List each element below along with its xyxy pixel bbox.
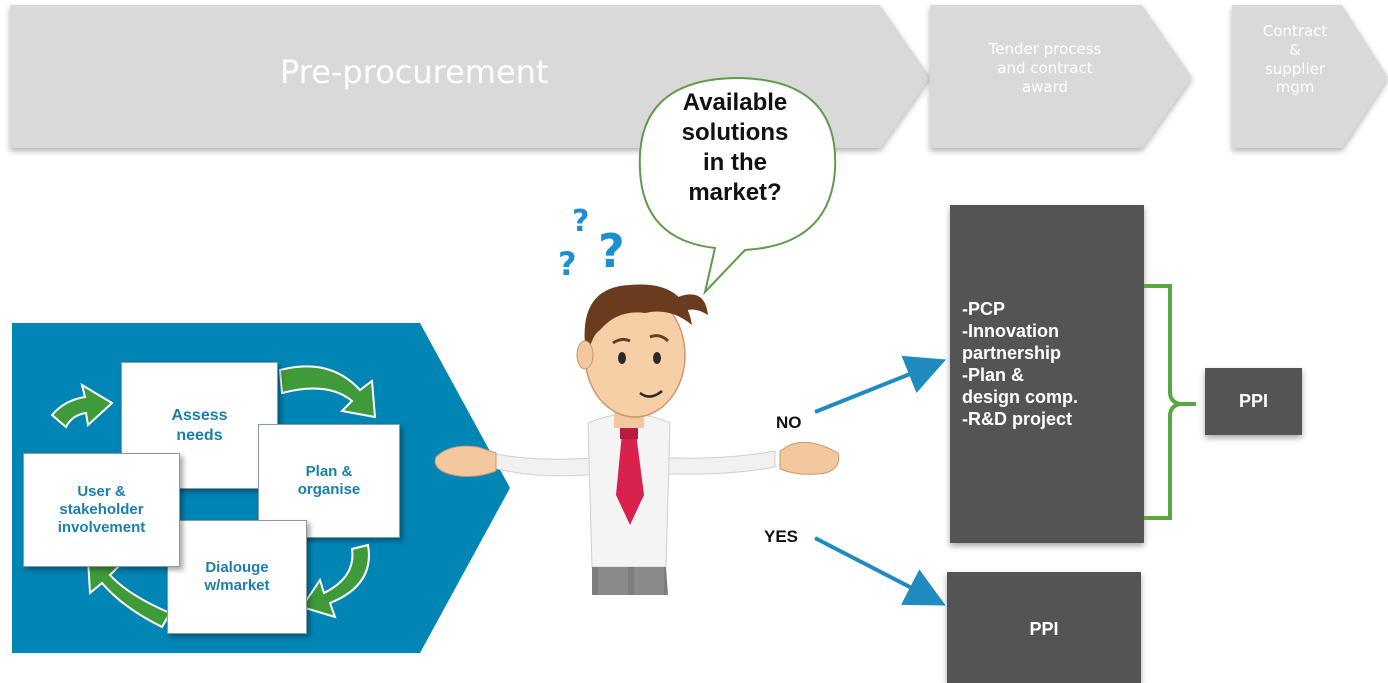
option-line: design comp. — [962, 387, 1079, 407]
yes-ppi-box: PPI — [947, 572, 1141, 683]
yes-label: YES — [764, 527, 799, 546]
arrow-user-to-assess — [50, 382, 114, 429]
yes-ppi-label: PPI — [1029, 619, 1059, 639]
card-dialogue-market: Dialouge w/market — [167, 520, 307, 634]
option-line: -R&D project — [962, 409, 1073, 429]
businessman-figure: ? ? ? — [434, 204, 840, 595]
contract-chevron — [1232, 5, 1388, 148]
no-connector — [814, 355, 947, 414]
no-label: NO — [776, 413, 802, 432]
tender-chevron — [930, 5, 1192, 148]
branch-connectors — [814, 355, 947, 606]
outcome-ppi-box: PPI — [1205, 368, 1302, 435]
outcome-ppi-label: PPI — [1238, 391, 1268, 411]
step-contract: Contract & supplier mgm — [1262, 22, 1328, 97]
svg-text:?: ? — [572, 204, 589, 239]
option-line: -PCP — [962, 299, 1006, 319]
option-line: -Plan & — [962, 365, 1025, 385]
card-user-stakeholder: User & stakeholder involvement — [23, 453, 180, 567]
step-tender: Tender process and contract award — [988, 40, 1102, 96]
option-line: partnership — [962, 343, 1062, 363]
question-marks-icon: ? ? ? — [558, 204, 625, 283]
card-plan-organise: Plan & organise — [258, 424, 400, 538]
speech-bubble — [638, 76, 837, 296]
card-assess-needs: Assess needs — [121, 362, 278, 489]
arrow-assess-to-plan — [278, 365, 377, 419]
grouping-bracket — [1144, 284, 1196, 520]
arrow-dialogue-to-user — [86, 557, 172, 629]
yes-connector — [814, 536, 946, 606]
svg-text:?: ? — [558, 245, 577, 283]
option-line: -Innovation — [962, 321, 1059, 341]
svg-text:?: ? — [598, 224, 625, 278]
speech-bubble-text: Available solutions in the market? — [681, 89, 789, 206]
no-options-box: -PCP -Innovation partnership -Plan & des… — [950, 205, 1144, 543]
arrow-plan-to-dialogue — [300, 543, 370, 619]
step-pre-procurement: Pre-procurement — [280, 53, 549, 91]
